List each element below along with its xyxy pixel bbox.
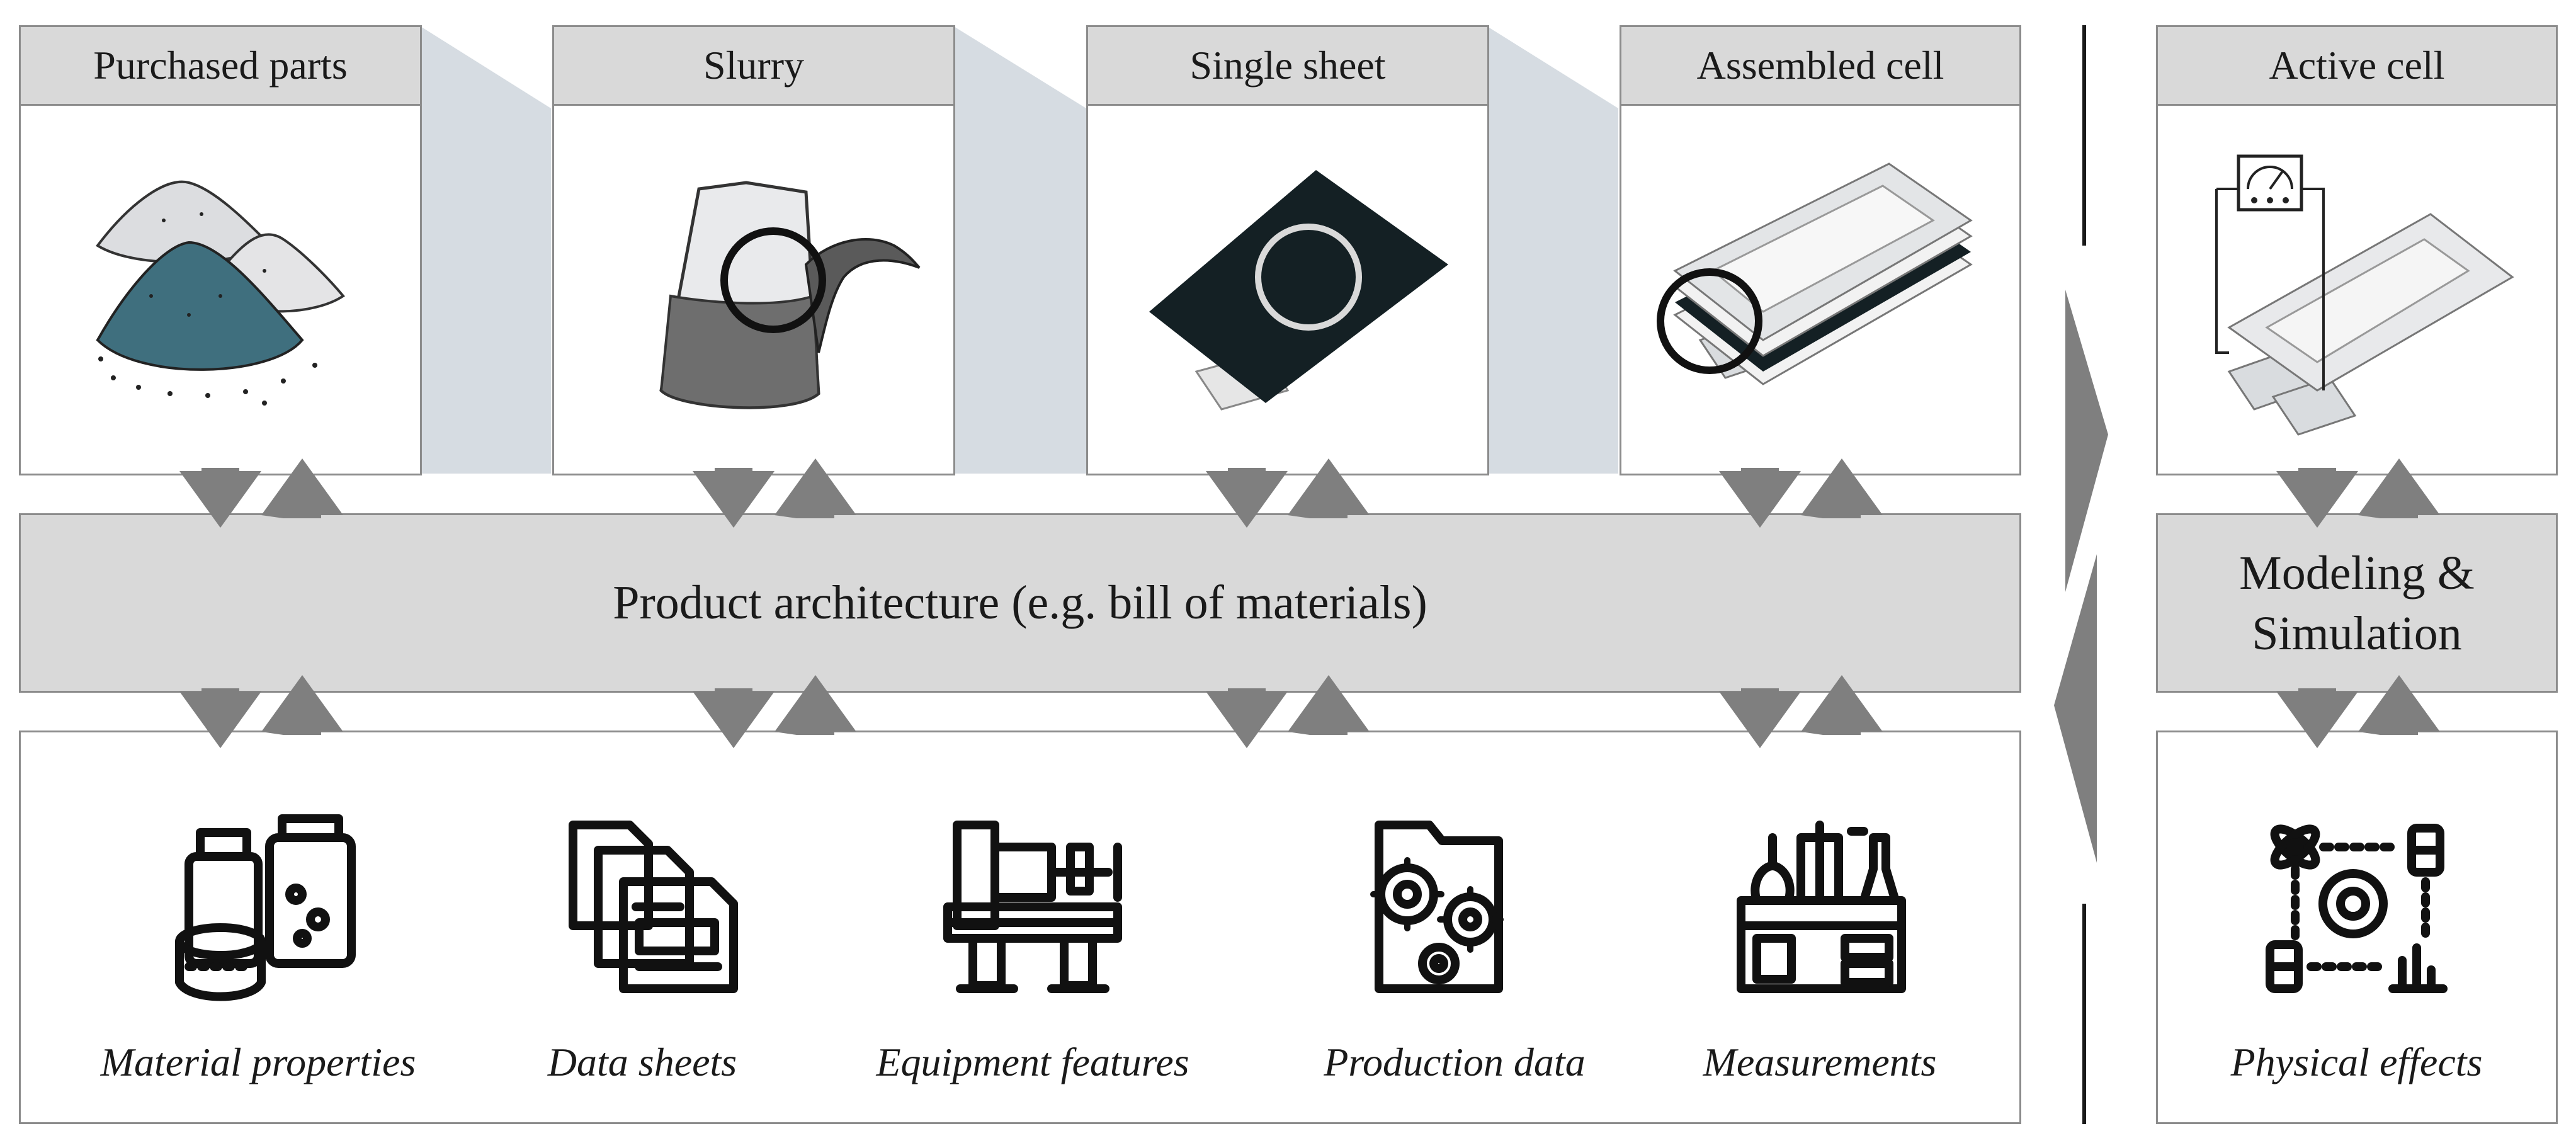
caption-measurements: Measurements [1703,1040,1937,1084]
laboratory-icon [1737,821,1906,993]
production-gears-icon [1370,821,1504,993]
funnel-2 [954,26,1086,474]
caption-production-data: Production data [1324,1040,1586,1084]
flow-right-icon [2065,290,2108,592]
arrow-down-icon [693,468,775,528]
arrow-up-icon [2358,675,2440,735]
modeling-simulation-band: Modeling & Simulation [2156,513,2558,693]
caption-material-properties: Material properties [100,1040,416,1084]
arrow-down-icon [693,688,775,748]
arrow-down-icon [2276,468,2358,528]
single-sheet-icon [1149,170,1448,411]
arrow-down-icon [1206,688,1288,748]
arrow-down-icon [1719,468,1801,528]
product-architecture-band: Product architecture (e.g. bill of mater… [19,513,2021,693]
arrows-top-row [179,458,2440,528]
modeling-label-line2: Simulation [2252,606,2462,660]
modeling-label-line1: Modeling & [2239,546,2475,600]
product-architecture-label: Product architecture (e.g. bill of mater… [613,576,1427,629]
arrow-down-icon [1206,468,1288,528]
material-jars-icon [175,814,356,1001]
stage-active-cell: Active cell [2156,25,2558,475]
data-sheets-icon [569,821,738,993]
separator-top [2082,25,2086,246]
caption-data-sheets: Data sheets [547,1040,737,1084]
separator-bottom [2082,904,2086,1124]
data-sources-box [19,731,2021,1124]
caption-physical-effects: Physical effects [2230,1040,2483,1084]
arrow-up-icon [1801,458,1883,518]
arrow-down-icon [2276,688,2358,748]
stage-title: Slurry [554,27,953,106]
arrow-up-icon [1801,675,1883,735]
arrow-up-icon [2358,458,2440,518]
arrow-down-icon [1719,688,1801,748]
arrow-up-icon [261,458,343,518]
active-cell-icon [2215,154,2514,436]
funnel-1 [421,26,551,474]
arrow-up-icon [1288,458,1370,518]
arrows-bottom-row [179,675,2440,748]
powder-piles-icon [96,180,345,406]
stage-title: Single sheet [1088,27,1487,106]
arrow-up-icon [261,675,343,735]
stage-single-sheet: Single sheet [1086,25,1489,475]
caption-equipment-features: Equipment features [876,1040,1189,1084]
stage-title: Active cell [2158,27,2556,106]
physical-effects-box [2156,731,2558,1124]
stage-title: Purchased parts [21,27,420,106]
funnel-3 [1487,26,1618,474]
arrow-up-icon [1288,675,1370,735]
beaker-icon [659,181,921,409]
stage-title: Assembled cell [1621,27,2019,106]
arrow-up-icon [775,675,856,735]
equipment-machine-icon [943,821,1122,993]
stage-assembled-cell: Assembled cell [1620,25,2021,475]
arrow-up-icon [775,458,856,518]
arrow-down-icon [179,688,261,748]
arrow-down-icon [179,468,261,528]
assembled-cell-icon [1657,162,1973,385]
flow-left-icon [2054,554,2097,863]
physical-effects-icon [2266,824,2448,993]
